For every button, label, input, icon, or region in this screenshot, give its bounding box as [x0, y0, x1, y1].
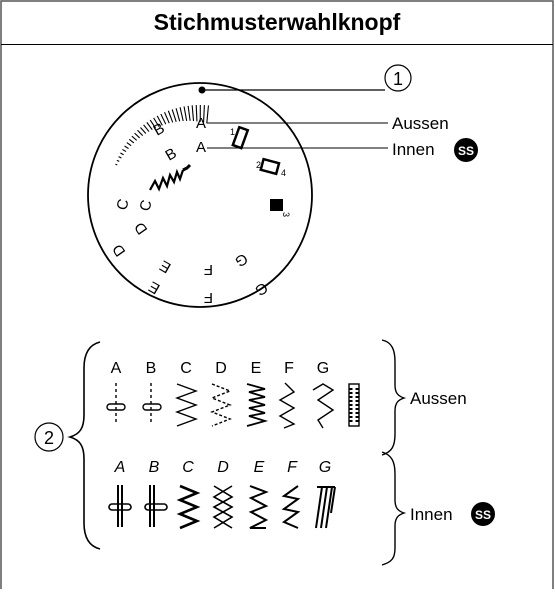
stitch-length-tick: [137, 130, 142, 135]
dial-letter-inner-c: C: [136, 198, 155, 213]
stitch-length-tick: [140, 127, 145, 133]
dial-letter-outer-e: E: [146, 278, 163, 298]
stitch-inner-a-icon: [109, 485, 131, 527]
stitch-length-tick: [120, 153, 123, 155]
stitch-length-tick: [188, 106, 190, 121]
stitch-c-zigzag-icon: [177, 384, 196, 426]
innen-right-brace: [382, 452, 404, 565]
zigzag-arc-tail: [183, 165, 190, 170]
pattern-outer-letter-c: C: [180, 360, 192, 377]
ss-badge-dial-text: SS: [458, 144, 474, 158]
pattern-outer-letter-b: B: [146, 360, 157, 377]
stitch-length-tick: [135, 133, 140, 138]
dial-letter-inner-f: F: [204, 261, 213, 278]
stitch-length-tick: [144, 125, 149, 132]
patterns-aussen-label: Aussen: [410, 389, 467, 408]
pattern-inner-letter-g: G: [319, 459, 331, 476]
stitch-f-triple-zigzag-icon: [280, 383, 294, 428]
stitch-length-tick: [176, 108, 180, 121]
dial-a-inner: A: [196, 139, 206, 156]
buttonhole-3-icon: [270, 199, 283, 211]
stitch-inner-c-icon: [180, 486, 197, 528]
callout-1-label: 1: [393, 69, 403, 89]
buttonhole-2-icon: [261, 159, 279, 174]
stitch-d-dotted-zigzag-icon: [212, 384, 230, 426]
dial-number-3: 3: [281, 212, 291, 217]
buttonhole-1-icon: [233, 127, 248, 148]
stitch-e-multi-zigzag-icon: [247, 384, 265, 426]
dial-letter-inner-g: G: [232, 250, 251, 271]
pattern-outer-letter-e: E: [251, 360, 262, 377]
pattern-outer-letter-a: A: [111, 360, 122, 377]
stitch-inner-g-icon: [316, 487, 335, 528]
dial-aussen-label: Aussen: [392, 114, 449, 133]
pattern-outer-letter-d: D: [215, 360, 227, 377]
stitch-g-shell-icon: [313, 384, 333, 428]
stitch-length-tick: [196, 105, 197, 121]
stitch-inner-b-icon: [145, 485, 167, 527]
stitch-length-tick: [165, 112, 170, 123]
stitch-length-tick: [125, 146, 129, 149]
stitch-length-tick: [172, 109, 176, 121]
stitch-length-tick: [117, 160, 119, 161]
stitch-length-tick: [192, 105, 193, 121]
dial-number-1: 1: [230, 127, 235, 137]
zigzag-width-arc: [150, 170, 183, 190]
stitch-length-tick: [129, 139, 134, 143]
stitch-length-tick: [115, 164, 117, 165]
dial-number-2: 2: [256, 160, 261, 170]
dial-number-4: 4: [281, 168, 286, 178]
dial-letter-outer-c: C: [113, 197, 132, 212]
stitch-b-straight-icon: [143, 383, 161, 425]
aussen-right-brace: [382, 340, 404, 455]
patterns-innen-label: Innen: [410, 505, 453, 524]
stitch-inner-e-icon: [250, 486, 266, 528]
ss-badge-patterns-text: SS: [475, 508, 491, 522]
stitch-length-tick: [184, 106, 187, 120]
stitch-inner-d-icon: [214, 486, 232, 528]
dial-letter-outer-g: G: [252, 279, 271, 300]
pattern-inner-letter-d: D: [217, 459, 229, 476]
stitch-inner-f-icon: [284, 486, 298, 528]
dial-a-outer: A: [196, 115, 206, 132]
pattern-inner-letter-e: E: [254, 459, 265, 476]
pattern-inner-letter-b: B: [149, 459, 160, 476]
dial-letter-inner-e: E: [157, 257, 174, 277]
pattern-inner-letter-c: C: [182, 459, 194, 476]
stitch-length-tick: [168, 111, 172, 123]
stitch-length-tick: [132, 136, 137, 140]
dial-letter-outer-d: D: [109, 241, 129, 260]
pattern-inner-letter-a: A: [114, 459, 126, 476]
stitch-length-tick: [180, 107, 183, 121]
stitch-length-tick: [207, 105, 209, 123]
stitch-buttonhole-icon: [349, 384, 359, 426]
pattern-outer-letter-g: G: [317, 360, 329, 377]
dial-letter-inner-d: D: [131, 219, 151, 238]
pattern-outer-letter-f: F: [284, 360, 294, 377]
callout-2-label: 2: [44, 428, 54, 448]
pattern-inner-letter-f: F: [287, 459, 298, 476]
stitch-length-tick: [161, 114, 166, 124]
patterns-left-brace: [70, 342, 100, 549]
stitch-length-tick: [119, 157, 122, 158]
stitch-length-tick: [127, 143, 131, 146]
stitch-length-tick: [122, 149, 126, 151]
dial-letter-outer-f: F: [204, 289, 213, 306]
stitch-a-straight-icon: [107, 383, 125, 425]
dial-innen-label: Innen: [392, 140, 435, 159]
dial-letter-inner-b: B: [163, 145, 180, 165]
